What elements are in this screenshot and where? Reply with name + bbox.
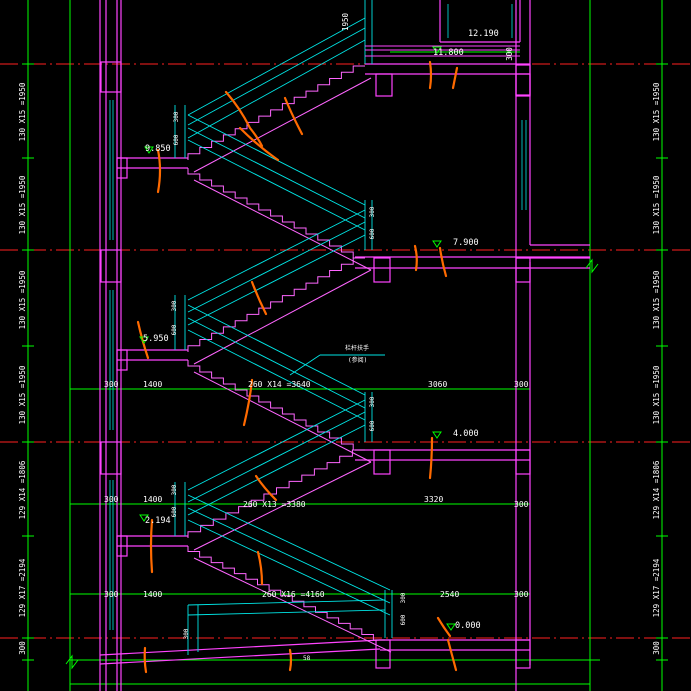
h2-wall-left: 300 (104, 495, 119, 504)
railing-note-line1: 栏杆扶手 (345, 344, 369, 352)
top-landing-rail (365, 45, 520, 57)
right-dim-5: 129 X14 =1806 (652, 460, 661, 519)
ld-7: 600 (369, 420, 376, 431)
flight-6-soffit (193, 557, 392, 653)
right-dim-7: 300 (652, 641, 661, 655)
level-0000: 0.000 (455, 621, 481, 631)
right-dim-1: 130 X15 =1950 (652, 82, 661, 141)
flight-5-soffit (193, 461, 372, 551)
left-wall (99, 0, 122, 691)
flight-4 (187, 360, 365, 451)
left-dim-1: 130 X15 =1950 (18, 82, 27, 141)
flight-5 (187, 449, 365, 538)
left-dimension-labels: 130 X15 =1950 130 X15 =1950 130 X15 =195… (18, 82, 27, 655)
h3-landing: 1400 (143, 590, 162, 599)
level-4000: 4.000 (453, 429, 479, 439)
level-2194: 2.194 (145, 516, 171, 526)
dimension-guides (22, 0, 668, 691)
level-11800: 11.800 (433, 48, 464, 58)
top-dim-300: 300 (505, 47, 514, 61)
ld-8: 300 (171, 484, 178, 495)
left-window-glazing (109, 100, 114, 630)
right-dim-6: 129 X17 =2194 (652, 558, 661, 617)
h3-landing-right: 2540 (440, 590, 459, 599)
flight-2-soffit (193, 179, 372, 271)
h2-wall-right: 300 (514, 500, 529, 509)
ld-10: 300 (400, 592, 407, 603)
break-symbols (65, 258, 599, 670)
h1-landing-right: 3060 (428, 380, 447, 389)
flight-1 (187, 65, 365, 160)
ld-4: 300 (171, 300, 178, 311)
h1-wall-left: 300 (104, 380, 119, 389)
h1-run: 260 X14 =3640 (248, 380, 311, 389)
left-dim-6: 129 X17 =2194 (18, 558, 27, 617)
h3-run: 260 X16 =4160 (262, 590, 325, 599)
floor-slabs (99, 63, 590, 669)
railing-note-line2: (参阅) (348, 356, 367, 364)
bottom-tag: 58 (303, 655, 311, 662)
left-dim-7: 300 (18, 641, 27, 655)
h2-landing-right: 3320 (424, 495, 443, 504)
ld-5: 600 (171, 324, 178, 335)
right-wall (439, 0, 590, 691)
ld-0: 300 (173, 111, 180, 122)
h3-wall-right: 300 (514, 590, 529, 599)
level-12190: 12.190 (468, 29, 499, 39)
left-dim-4: 130 X15 =1950 (18, 365, 27, 424)
h2-run: 260 X13 =3380 (243, 500, 306, 509)
ld-3: 600 (369, 228, 376, 239)
left-dim-2: 130 X15 =1950 (18, 175, 27, 234)
flight-4-soffit (193, 371, 372, 463)
horizontal-dimension-labels: 300 1400 260 X14 =3640 3060 300 300 1400… (104, 12, 529, 599)
flight-2 (187, 168, 365, 259)
right-dim-4: 130 X15 =1950 (652, 365, 661, 424)
left-dim-5: 129 X14 =1806 (18, 460, 27, 519)
right-dim-2: 130 X15 =1950 (652, 175, 661, 234)
right-window (447, 4, 527, 210)
h1-landing: 1400 (143, 380, 162, 389)
railing-note: 栏杆扶手 (参阅) (345, 344, 369, 364)
ld-9: 600 (171, 506, 178, 517)
ld-6: 300 (369, 396, 376, 407)
level-5950: 5.950 (143, 334, 169, 344)
h1-wall-right: 300 (514, 380, 529, 389)
level-labels: 11.800 9.850 7.900 5.950 4.000 2.194 0.0… (143, 29, 499, 631)
right-dimension-labels: 130 X15 =1950 130 X15 =1950 130 X15 =195… (652, 82, 661, 655)
level-symbols (139, 46, 456, 631)
review-markups (136, 60, 459, 674)
ld-12: 300 (183, 628, 190, 639)
level-7900: 7.900 (453, 238, 479, 248)
left-dim-3: 130 X15 =1950 (18, 270, 27, 329)
h2-landing: 1400 (143, 495, 162, 504)
flight-3 (187, 257, 365, 352)
landing-dimension-labels: 300 600 300 600 300 600 300 600 300 600 … (171, 111, 407, 639)
flight-1-soffit (193, 77, 372, 173)
top-dim-1950: 1950 (341, 12, 350, 31)
ld-11: 600 (400, 614, 407, 625)
flight-6 (187, 546, 385, 641)
ld-1: 600 (173, 134, 180, 145)
right-dim-3: 130 X15 =1950 (652, 270, 661, 329)
h3-wall-left: 300 (104, 590, 119, 599)
ld-2: 300 (369, 206, 376, 217)
level-9850: 9.850 (145, 144, 171, 154)
